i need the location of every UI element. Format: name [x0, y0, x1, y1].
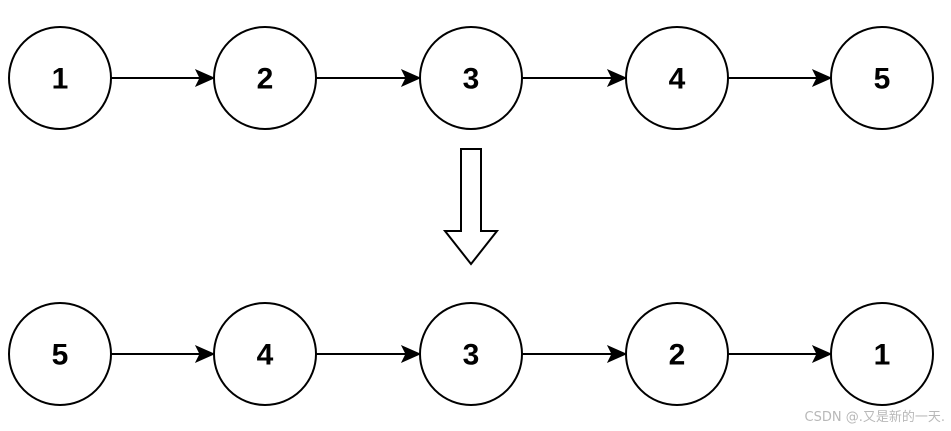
- top-node-2: 2: [213, 26, 317, 130]
- top-node-1-label: 1: [52, 63, 69, 96]
- top-node-5: 5: [830, 26, 934, 130]
- top-edge-4-5: [728, 68, 833, 88]
- bottom-node-1: 5: [8, 302, 112, 406]
- top-node-2-label: 2: [257, 63, 274, 96]
- top-node-3: 3: [419, 26, 523, 130]
- top-node-4-label: 4: [669, 63, 686, 96]
- bottom-edge-3-4: [522, 344, 628, 364]
- top-node-5-label: 5: [874, 63, 891, 96]
- bottom-edge-4-5: [728, 344, 833, 364]
- bottom-node-1-label: 5: [52, 339, 69, 372]
- top-node-4: 4: [625, 26, 729, 130]
- bottom-edge-1-2: [111, 344, 216, 364]
- top-edge-3-4: [522, 68, 628, 88]
- bottom-node-3-label: 3: [463, 339, 480, 372]
- bottom-node-4-label: 2: [669, 339, 686, 372]
- bottom-node-2-label: 4: [257, 339, 274, 372]
- bottom-node-5-label: 1: [874, 339, 891, 372]
- top-node-1: 1: [8, 26, 112, 130]
- bottom-node-4: 2: [625, 302, 729, 406]
- bottom-node-3: 3: [419, 302, 523, 406]
- top-edge-1-2: [111, 68, 216, 88]
- watermark: CSDN @.又是新的一天.: [804, 410, 945, 425]
- top-node-3-label: 3: [463, 63, 480, 96]
- bottom-node-5: 1: [830, 302, 934, 406]
- bottom-edge-2-3: [316, 344, 422, 364]
- top-edge-2-3: [316, 68, 422, 88]
- bottom-node-2: 4: [213, 302, 317, 406]
- transform-down-arrow-icon: [442, 148, 500, 266]
